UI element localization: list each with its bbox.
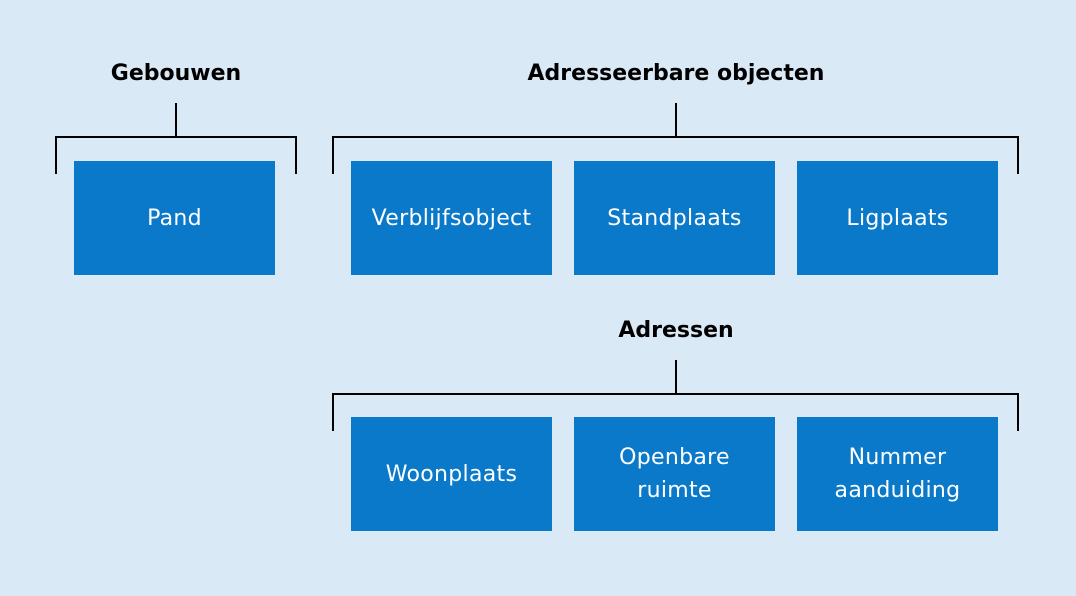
box-openbare-ruimte: Openbare ruimte	[574, 417, 775, 531]
box-verblijfsobject: Verblijfsobject	[351, 161, 552, 275]
bracket-adresseerbare-objecten	[332, 136, 1019, 174]
box-ligplaats: Ligplaats	[797, 161, 998, 275]
box-pand: Pand	[74, 161, 275, 275]
bracket-gebouwen	[55, 136, 297, 174]
box-label: Verblijfsobject	[371, 205, 532, 231]
group-title-gebouwen: Gebouwen	[110, 61, 242, 86]
box-label: Standplaats	[607, 205, 742, 231]
box-label-line2: ruimte	[637, 478, 712, 503]
box-standplaats: Standplaats	[574, 161, 775, 275]
bracket-stem-adressen	[675, 360, 677, 394]
box-label-line1: Openbare	[619, 445, 730, 470]
box-label: Ligplaats	[846, 205, 949, 231]
box-label-line1: Nummer	[848, 445, 947, 470]
bracket-stem-gebouwen	[175, 103, 177, 137]
group-title-adresseerbare-objecten: Adresseerbare objecten	[527, 61, 825, 86]
bracket-stem-adresseerbare-objecten	[675, 103, 677, 137]
box-woonplaats: Woonplaats	[351, 417, 552, 531]
box-nummeraanduiding: Nummer aanduiding	[797, 417, 998, 531]
box-label-line2: aanduiding	[834, 478, 961, 503]
box-label: Pand	[147, 205, 202, 231]
box-label-line1: Woonplaats	[385, 461, 518, 487]
bracket-adressen	[332, 393, 1019, 431]
group-title-adressen: Adressen	[618, 318, 734, 343]
